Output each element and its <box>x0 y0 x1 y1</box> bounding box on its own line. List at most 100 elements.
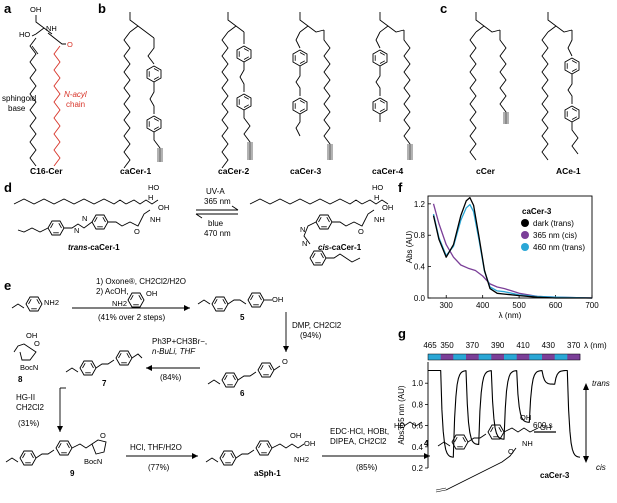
atom-label: OH <box>158 203 169 212</box>
cis-name: cis-caCer-1 <box>318 243 362 252</box>
y-tick-label: 0.0 <box>414 294 426 303</box>
trans-chain <box>13 198 127 205</box>
atom-label: OH <box>290 431 301 440</box>
wavelength-label: 410 <box>516 341 530 350</box>
chart-f-series <box>432 196 593 299</box>
compound-number: 8 <box>18 375 23 384</box>
blue-wavelength: 470 nm <box>204 229 231 238</box>
sphingoid-label: base <box>8 104 26 113</box>
x-tick-label: 500 <box>512 301 526 310</box>
wavelength-axis-label: λ (nm) <box>584 341 607 350</box>
atom-label: O <box>134 227 140 236</box>
reagent-text: DIPEA, CH2Cl2 <box>330 437 387 446</box>
compound-name: ACe-1 <box>556 166 581 176</box>
double-bond <box>31 45 39 55</box>
atom-label: HO <box>372 183 383 192</box>
wavelength-label: 430 <box>542 341 556 350</box>
atom-label: NH <box>522 439 533 448</box>
reagent-text: DMP, CH2Cl2 <box>292 321 342 330</box>
wavelength-label: 370 <box>466 341 480 350</box>
illumination-segment <box>453 354 467 360</box>
sphingoid-label: sphingoid <box>2 94 36 103</box>
x-tick-label: 400 <box>476 301 490 310</box>
panel-c: c cCer ACe-1 <box>440 1 581 176</box>
atom-label: H <box>374 193 379 202</box>
absorbance-trace <box>428 369 581 458</box>
atom-label: HO <box>394 421 405 430</box>
atom-label: OH <box>26 331 37 340</box>
illumination-segment <box>554 354 568 360</box>
reagent-text: 1) Oxone®, CH2Cl2/H2O <box>96 277 186 286</box>
atom-label: OH <box>30 5 41 14</box>
legend-label: 460 nm (trans) <box>533 243 585 252</box>
compound-name: C16-Cer <box>30 166 63 176</box>
panel-e-label: e <box>4 278 11 293</box>
compound-name: caCer-4 <box>372 166 403 176</box>
x-tick-label: 600 <box>549 301 563 310</box>
atom-label: N <box>74 226 79 235</box>
trans-name: trans-caCer-1 <box>68 243 120 252</box>
wavelength-label: 370 <box>567 341 581 350</box>
compound-name: caCer-1 <box>120 166 151 176</box>
atom-label: NH2 <box>112 299 127 308</box>
illumination-segment <box>504 354 517 360</box>
acyl-chain <box>53 45 61 167</box>
panel-d-label: d <box>4 180 12 195</box>
y-tick-label: 0.6 <box>412 422 424 431</box>
atom-label: OH <box>520 413 531 422</box>
reagent-text: 2) AcOH, <box>96 287 128 296</box>
reagent-text: EDC·HCl, HOBt, <box>330 427 389 436</box>
atom-label: OH <box>382 203 393 212</box>
structure-cacer-3: caCer-3 <box>290 12 333 176</box>
reagent-text: Ph3P+CH3Br−, <box>152 337 207 346</box>
atom-label: O <box>508 447 514 456</box>
atom-label: BocN <box>20 363 38 372</box>
yield-text: (94%) <box>300 331 322 340</box>
compound-name: caCer-3 <box>290 166 321 176</box>
compound-number: 5 <box>240 313 245 322</box>
y-tick-label: 0.8 <box>412 400 424 409</box>
y-tick-label: 0.4 <box>412 443 424 452</box>
panel-d: d N N HO H OH NH O trans-caCer-1 UV-A 36… <box>4 180 393 266</box>
x-tick-label: 300 <box>440 301 454 310</box>
illumination-segment <box>516 354 530 360</box>
panel-b-label: b <box>98 1 106 16</box>
structure-cacer-2: caCer-2 <box>218 12 253 176</box>
yield-text: (77%) <box>148 463 170 472</box>
atom-label: OH <box>304 439 315 448</box>
illumination-segment <box>529 354 543 360</box>
y-tick-label: 0.8 <box>414 231 426 240</box>
panel-a-label: a <box>4 1 12 16</box>
uv-wavelength: 365 nm <box>204 197 231 206</box>
compound-name: cCer <box>476 166 496 176</box>
reagent-text: HG-II <box>16 393 35 402</box>
atom-label: HO <box>19 30 30 39</box>
compound-number: 7 <box>102 379 107 388</box>
atom-label: N <box>82 214 87 223</box>
atom-label: O <box>358 227 364 236</box>
yield-text: (31%) <box>18 419 40 428</box>
atom-label: H <box>148 193 153 202</box>
atom-label: N <box>302 239 307 248</box>
atom-label: BocN <box>84 457 102 466</box>
cis-label: cis <box>596 463 606 472</box>
plot-frame <box>427 195 593 299</box>
reagent-text: CH2Cl2 <box>16 403 45 412</box>
atom-label: HO <box>148 183 159 192</box>
compound-number: 6 <box>240 389 245 398</box>
x-axis-label: λ (nm) <box>499 311 522 320</box>
structure-ace-1: ACe-1 <box>541 12 581 176</box>
illumination-segment <box>428 354 441 360</box>
yield-text: (85%) <box>356 463 378 472</box>
y-tick-label: 1.2 <box>414 200 426 209</box>
atom-label: O <box>67 40 73 49</box>
yield-text: (84%) <box>160 373 182 382</box>
yield-text: (41% over 2 steps) <box>98 313 165 322</box>
headgroup-bonds <box>31 15 66 45</box>
atom-label: OH <box>146 289 157 298</box>
acyl-label: chain <box>66 100 85 109</box>
